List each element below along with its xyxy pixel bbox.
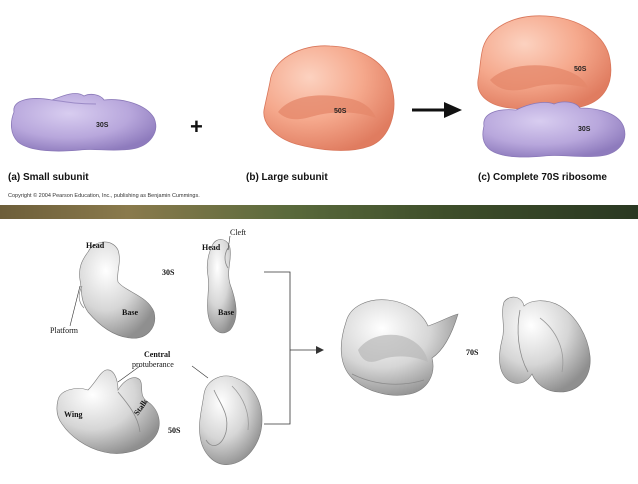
s70-view2-shape — [499, 296, 591, 393]
central-pointer-1 — [117, 365, 141, 383]
label-wing: Wing — [64, 410, 83, 419]
label-protuberance: protuberance — [132, 360, 174, 369]
caption-small-subunit: (a) Small subunit — [8, 172, 89, 183]
central-pointer-2 — [191, 365, 209, 379]
label-50s: 50S — [168, 426, 181, 435]
caption-complete-ribosome: (c) Complete 70S ribosome — [478, 172, 607, 183]
label-platform: Platform — [50, 326, 78, 335]
s70-view1-shape — [340, 299, 459, 396]
plus-sign: + — [190, 114, 203, 139]
complete-small-label: 30S — [578, 126, 591, 133]
copyright-text: Copyright © 2004 Pearson Education, Inc.… — [8, 193, 200, 199]
label-70s: 70S — [466, 348, 479, 357]
bracket-connector — [264, 271, 324, 425]
label-base-side: Base — [218, 308, 234, 317]
caption-large-subunit: (b) Large subunit — [246, 172, 328, 183]
s30-side-shape — [206, 239, 237, 334]
label-30s: 30S — [162, 268, 175, 277]
complete-large-shape — [477, 15, 612, 111]
separator-band — [0, 205, 638, 219]
complete-small-shape — [482, 101, 626, 158]
small-subunit-label: 30S — [96, 122, 109, 129]
s50-front-shape — [56, 369, 160, 454]
label-head: Head — [86, 241, 105, 250]
arrow-right-icon — [412, 102, 462, 118]
label-base: Base — [122, 308, 138, 317]
small-subunit-shape — [10, 93, 157, 152]
label-cleft: Cleft — [230, 228, 246, 237]
s50-side-shape — [199, 375, 263, 465]
label-central: Central — [144, 350, 171, 359]
platform-pointer — [69, 285, 81, 327]
cleft-pointer — [227, 235, 231, 251]
large-subunit-label: 50S — [334, 108, 347, 115]
large-subunit-shape — [263, 45, 395, 151]
complete-large-label: 50S — [574, 66, 587, 73]
label-head-side: Head — [202, 243, 221, 252]
s30-front-shape — [78, 241, 156, 339]
